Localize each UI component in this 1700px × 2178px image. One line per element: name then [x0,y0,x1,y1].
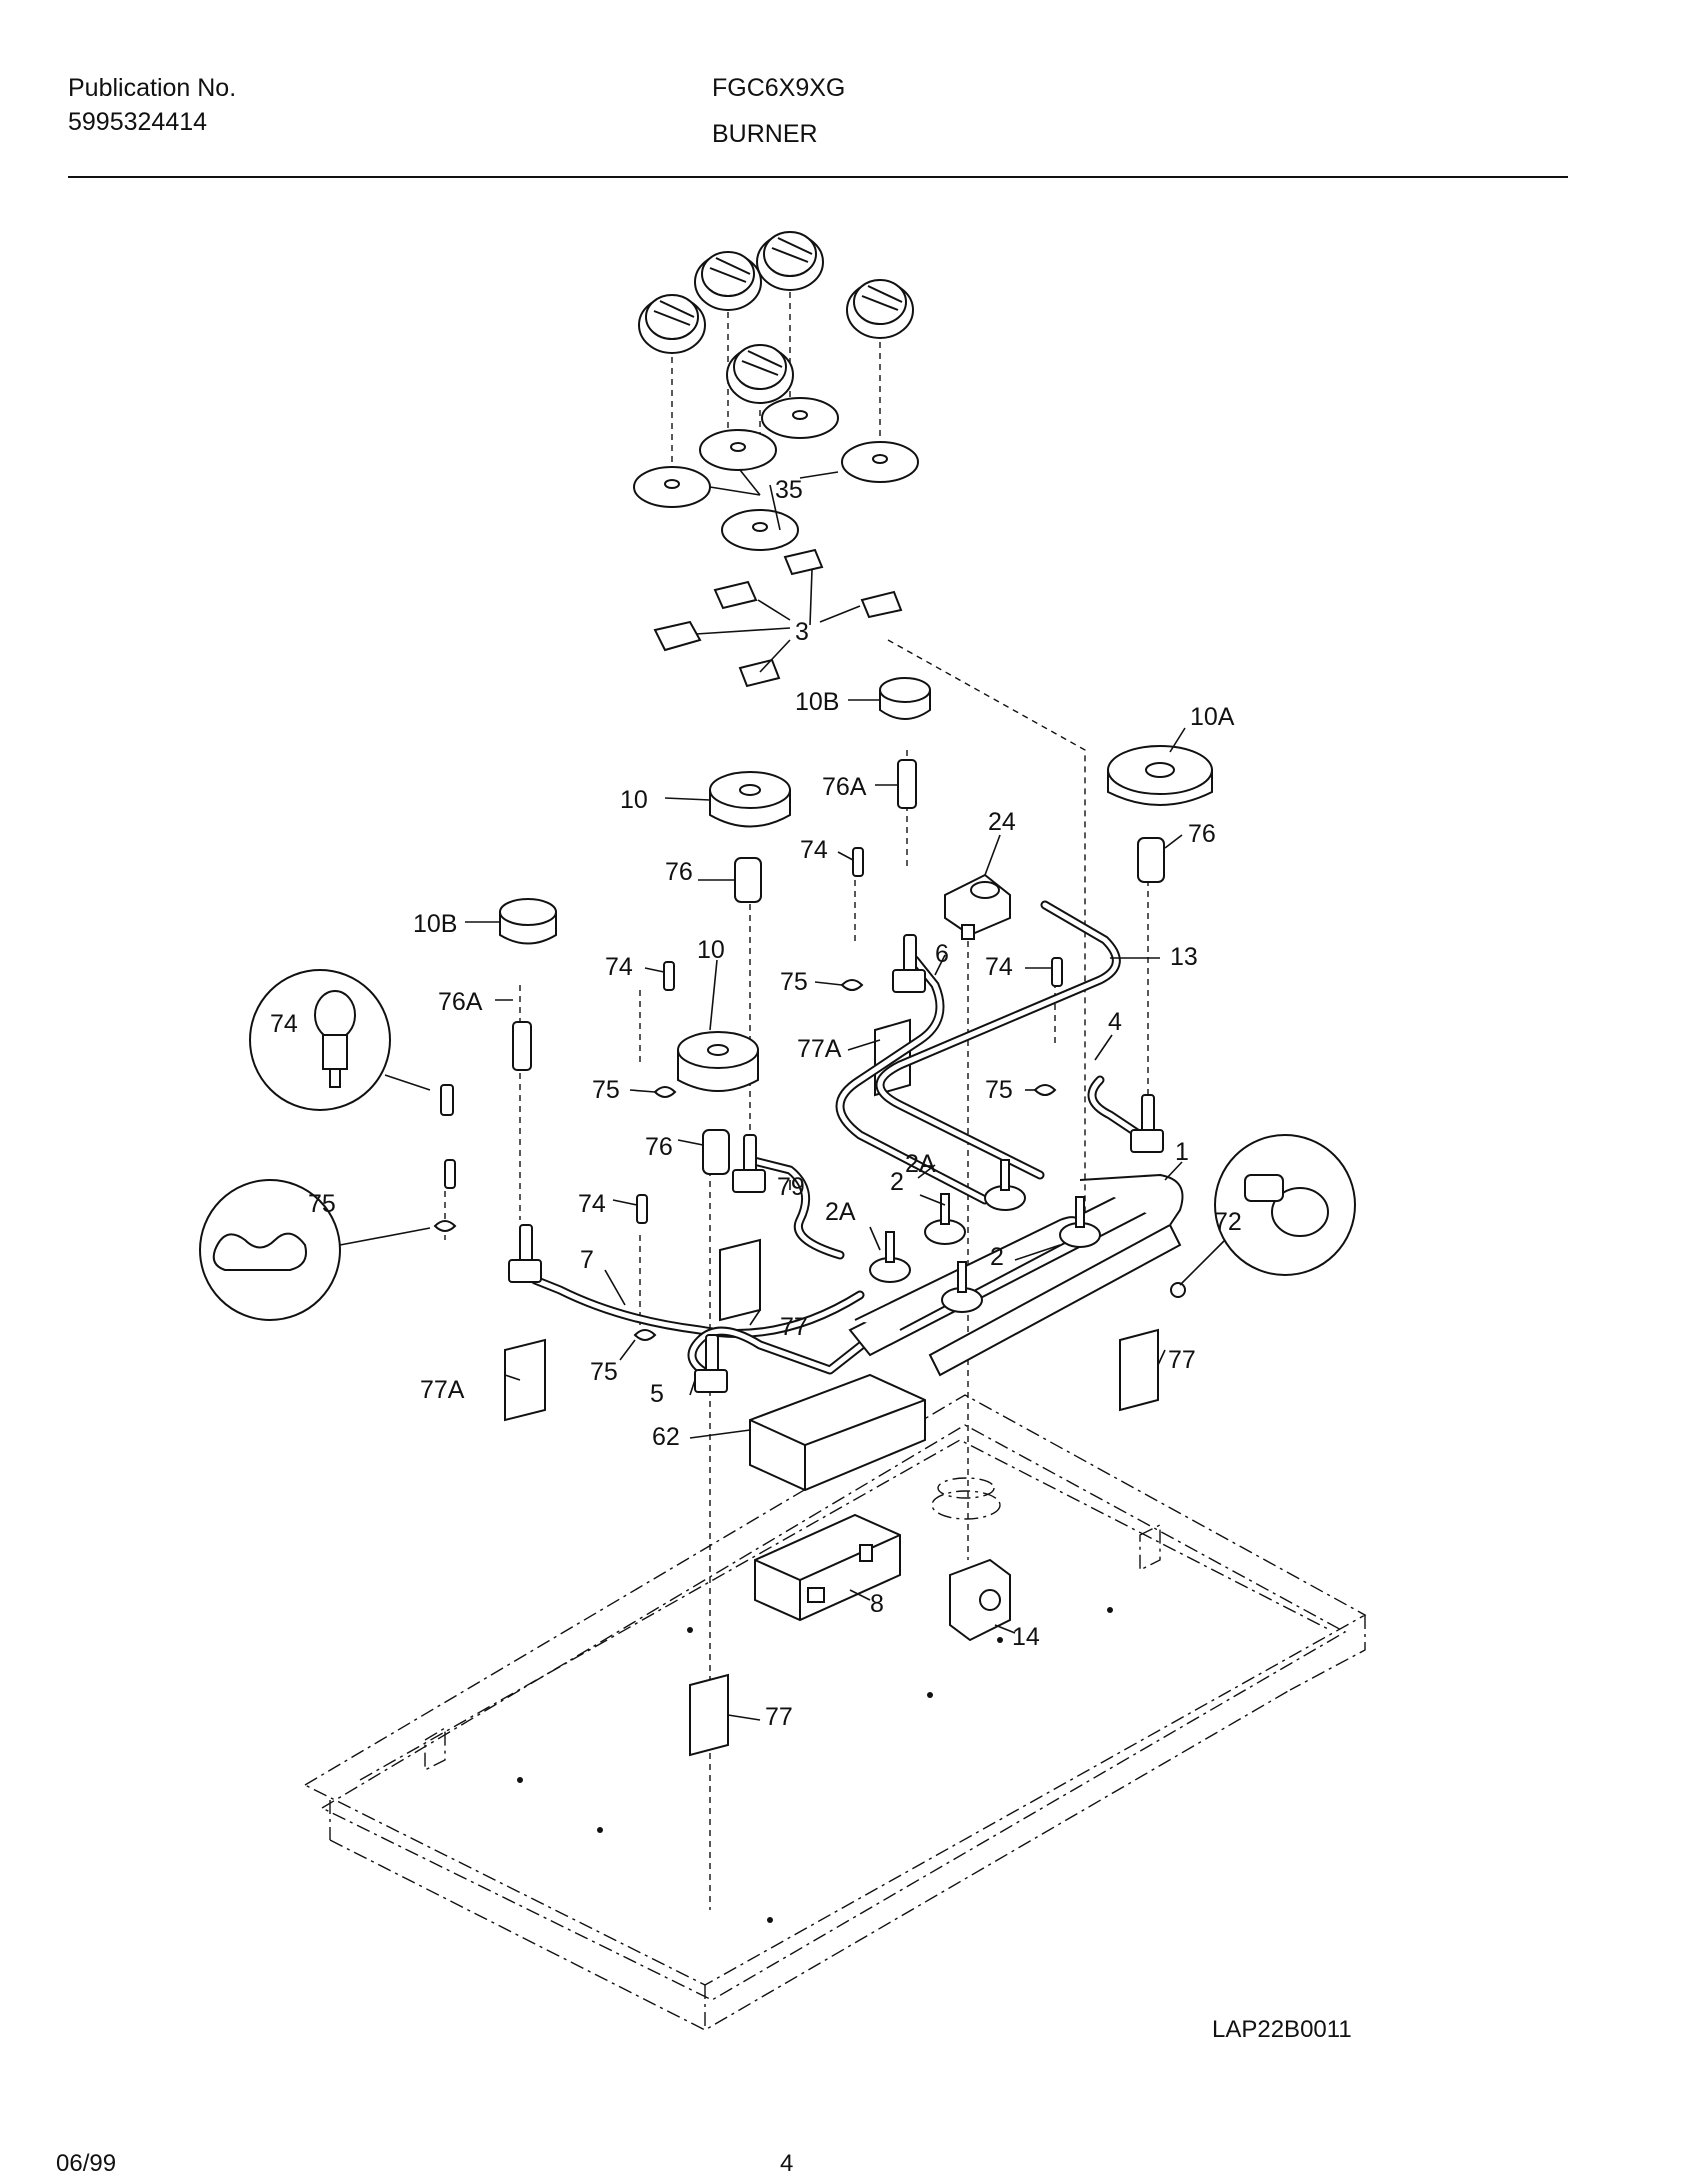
leader-lines [465,469,1186,1721]
publication-label: Publication No. [68,74,237,102]
pressure-regulator [949,1558,1011,1642]
part-label-14: 14 [1012,1623,1040,1651]
part-label-74: 74 [800,836,828,864]
burner-valves [869,1159,1101,1313]
spark-module [749,1373,926,1492]
footer-date: 06/99 [56,2150,117,2177]
part-label-24: 24 [988,808,1016,836]
orifice-holders [512,759,1165,1175]
part-label-5: 5 [650,1380,664,1408]
part-label-10a: 10A [1190,703,1235,731]
part-label-2a: 2A [905,1150,936,1178]
part-label-75: 75 [780,968,808,996]
ignition-switch-block [754,1513,901,1622]
gas-tubes [530,900,1145,1380]
callout-75-magnified [199,1179,431,1321]
part-label-76a-left: 76A [438,988,483,1016]
callout-label-72: 72 [1214,1208,1242,1236]
header-divider [68,176,1568,178]
part-label-75-lower: 75 [590,1358,618,1386]
part-label-1: 1 [1175,1138,1189,1166]
part-label-77-bottom: 77 [765,1703,793,1731]
part-label-77-right: 77 [1168,1346,1196,1374]
standpipes [508,934,1164,1393]
model-number: FGC6X9XG [712,74,846,102]
publication-number: 5995324414 [68,107,208,136]
part-label-62: 62 [652,1423,680,1451]
gas-manifold [848,1173,1184,1377]
part-label-79: 79 [777,1173,805,1201]
part-label-2: 2 [890,1168,904,1196]
part-number-labels: 35 3 10B 10A 10 76A 24 74 76 76 10B 74 1… [270,476,1242,1731]
knob-bezels [633,397,919,551]
part-label-75-mid: 75 [592,1076,620,1104]
part-label-13: 13 [1170,943,1198,971]
spark-electrodes [444,847,1063,1224]
cooktop-base-pan [303,1394,1367,2031]
callout-label-75: 75 [308,1190,336,1218]
part-label-74-lower: 74 [578,1190,606,1218]
part-label-77: 77 [780,1313,808,1341]
knob-clips [653,548,903,688]
part-label-74-mid: 74 [605,953,633,981]
part-label-76-right: 76 [1188,820,1216,848]
callout-label-74: 74 [270,1010,298,1038]
mounting-brackets [504,1018,1159,1757]
part-label-76a: 76A [822,773,867,801]
regulator-elbow [944,873,1011,940]
part-label-6: 6 [935,940,949,968]
part-label-75-right: 75 [985,1076,1013,1104]
part-label-8: 8 [870,1590,884,1618]
part-label-2-lower: 2 [990,1243,1004,1271]
model-block: FGC6X9XG BURNER [712,72,845,152]
part-label-76-lower: 76 [645,1133,673,1161]
part-label-10b: 10B [795,688,839,716]
diagram-code: LAP22B0011 [1212,2016,1352,2043]
part-label-7: 7 [580,1246,594,1274]
part-label-3: 3 [795,618,809,646]
part-label-77a-lower: 77A [420,1376,465,1404]
part-label-10b-left: 10B [413,910,457,938]
part-label-74-right: 74 [985,953,1013,981]
callout-72-magnified [1179,1134,1356,1286]
burner-heads [499,677,1213,1092]
part-label-35: 35 [775,476,803,504]
part-label-10: 10 [620,786,648,814]
part-label-4: 4 [1108,1008,1122,1036]
part-label-76: 76 [665,858,693,886]
publication-block: Publication No. 5995324414 [68,72,236,140]
part-label-77a: 77A [797,1035,842,1063]
wire-clips [433,979,1057,1341]
section-title: BURNER [712,119,818,148]
part-label-10-lower: 10 [697,936,725,964]
page-number: 4 [780,2150,794,2177]
control-knobs [638,231,914,404]
part-label-2a-lower: 2A [825,1198,856,1226]
callout-74-magnified [249,969,454,1116]
screw-small [1170,1282,1186,1298]
